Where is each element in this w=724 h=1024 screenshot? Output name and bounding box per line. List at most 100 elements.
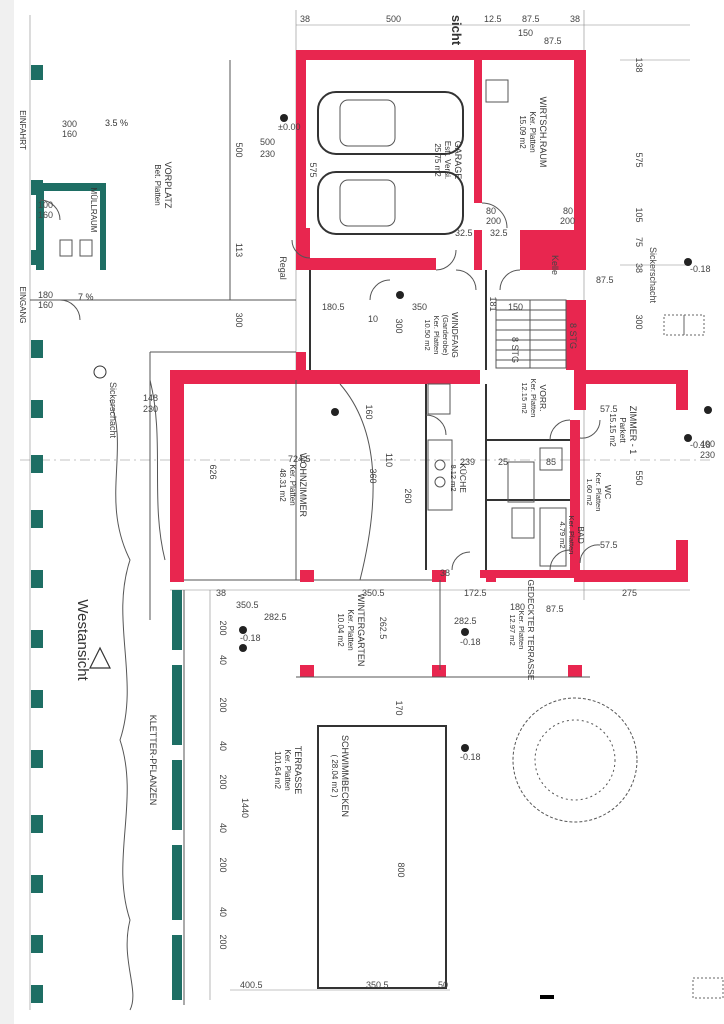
dim-t-87-5: 87.5 (546, 604, 564, 614)
room-terrasse-name: TERRASSE (293, 746, 303, 795)
stairs-label-1: 8 STG (510, 337, 520, 363)
planting-outline (109, 399, 134, 1011)
dim-b-38: 38 (216, 588, 226, 598)
sickerschacht-label-left: Sickerschacht (108, 382, 118, 439)
paper-edge (0, 0, 14, 1024)
dim-r-230: 230 (700, 450, 715, 460)
room-wirtschaftsraum-name: WIRTSCH.RAUM (538, 97, 548, 168)
room-muellraum-name: MÜLLRAUM (89, 188, 98, 233)
dim-r-105: 105 (634, 207, 644, 222)
room-wirtschaftsraum-area: 15.09 m2 (518, 115, 527, 149)
dim-p-400-5: 400.5 (240, 980, 263, 990)
dim-w-626: 626 (208, 464, 218, 479)
dim-p-40b: 40 (218, 741, 228, 751)
dim-g-181: 181 (488, 296, 498, 311)
room-labels: WIRTSCH.RAUM Ker. Platten 15.09 m2 GARAG… (89, 97, 638, 817)
dimensions-top: 38 500 12.5 87.5 38 150 87.5 (300, 14, 580, 46)
tree (512, 697, 638, 823)
dim-t-282-5a: 282.5 (264, 612, 287, 622)
room-windfang-area: 10.50 m2 (423, 319, 432, 350)
dim-b-350-5: 350.5 (362, 588, 385, 598)
dim-r-75: 75 (634, 237, 644, 247)
dim-v-300: 300 (234, 312, 244, 327)
slope-vorplatz: 3.5 % (105, 118, 128, 128)
dim-r-87-5: 87.5 (596, 275, 614, 285)
dim-e6: -0.18 (690, 440, 711, 450)
slope-eingang: 7 % (78, 292, 94, 302)
room-vorraum-area: 12.15 m2 (520, 382, 529, 413)
dim-t-170: 170 (394, 700, 404, 715)
planting-outline-2 (149, 379, 166, 561)
dim-d-85: 85 (546, 457, 556, 467)
dim-p-800: 800 (396, 862, 406, 877)
room-vorplatz-finish: Bet. Platten (153, 164, 162, 205)
dim-p-1440: 1440 (240, 798, 250, 818)
dim-r-38: 38 (634, 263, 644, 273)
room-kueche-name: KÜCHE (458, 463, 468, 493)
dim-p-350-5: 350.5 (236, 600, 259, 610)
room-zimmer-name: ZIMMER - 1 (628, 406, 638, 455)
room-windfang-name: WINDFANG (450, 312, 460, 358)
westansicht-label: Westansicht (74, 599, 91, 681)
dim-r-575: 575 (634, 152, 644, 167)
dim-d-32-5b: 32.5 (490, 228, 508, 238)
dim-p-200e: 200 (218, 934, 228, 949)
dim-g-180-5: 180.5 (322, 302, 345, 312)
dim-w-230b: 230 (143, 404, 158, 414)
dim-g-150: 150 (508, 302, 523, 312)
dim-top-500: 500 (386, 14, 401, 24)
room-wintergarten-area: 10.04 m2 (336, 613, 345, 647)
dim-v-230: 230 (260, 149, 275, 159)
stairs (495, 299, 567, 369)
dim-p-200c: 200 (218, 774, 228, 789)
dim-d-160: 160 (62, 129, 77, 139)
room-garage-finish: Estr. Versi. (443, 141, 452, 179)
fixtures (59, 79, 567, 567)
room-garage-area: 25.75 m2 (433, 143, 442, 177)
dim-p-200b: 200 (218, 697, 228, 712)
dim-e1: ±0.00 (278, 122, 300, 132)
dim-p-200a: 200 (218, 620, 228, 635)
room-vorraum-name: VORR. (538, 385, 548, 412)
dim-g-350: 350 (412, 302, 427, 312)
room-zimmer-finish: Parkett (618, 417, 627, 443)
room-wc-name: WC (603, 485, 613, 499)
room-wc-area: 1.60 m2 (585, 478, 594, 505)
dim-e2: -0.18 (690, 264, 711, 274)
room-wintergarten-name: WINTERGARTEN (356, 594, 366, 667)
room-wohnzimmer-area: 48.31 m2 (278, 468, 287, 502)
room-windfang-finish: Ker. Platten (432, 316, 441, 355)
room-ged-terrasse-area: 12.97 m2 (508, 614, 517, 645)
dim-top-38: 38 (300, 14, 310, 24)
walls (170, 50, 688, 677)
dimensions-terrace: 200 40 200 40 200 40 200 40 200 1440 800… (218, 620, 448, 990)
dim-w-110: 110 (384, 453, 394, 467)
dim-r-300: 300 (634, 314, 644, 329)
room-ged-terrasse-name: GEDECKTER TERRASSE (526, 580, 536, 681)
cars (317, 91, 464, 235)
dimensions-vorplatz: 500 113 300 575 500 230 300 160 100 160 … (38, 119, 318, 328)
dim-p-50: 50 (438, 980, 448, 990)
kletterpflanzen-label: KLETTER-PFLANZEN (148, 715, 158, 806)
section-marks-right (540, 314, 724, 999)
dim-d-160: 160 (38, 210, 53, 220)
room-garage-name: GARAGE (453, 141, 463, 180)
dim-e4: -0.18 (460, 637, 481, 647)
dim-w-160: 160 (364, 404, 374, 419)
dim-d-160: 160 (38, 300, 53, 310)
dim-door-200: 200 (486, 216, 501, 226)
dim-t-282-5b: 282.5 (454, 616, 477, 626)
dim-p-40a: 40 (218, 655, 228, 665)
hedge-posts (31, 65, 182, 1003)
dim-v-113: 113 (234, 243, 244, 257)
dim-w-239: 239 (460, 457, 475, 467)
room-bad-area: 4.79 m2 (558, 521, 567, 548)
dim-b-172-5: 172.5 (464, 588, 487, 598)
dim-d-100-160: 100 (38, 200, 53, 210)
room-schwimmbecken-name: SCHWIMMBECKEN (340, 735, 350, 817)
dim-top-12-5: 12.5 (484, 14, 502, 24)
dim-top-87-5b: 87.5 (544, 36, 562, 46)
room-wohnzimmer-finish: Ker. Platten (288, 464, 297, 505)
dimensions-garage: 180.5 350 10 150 181 300 32.5 32.5 80 20… (322, 206, 575, 334)
